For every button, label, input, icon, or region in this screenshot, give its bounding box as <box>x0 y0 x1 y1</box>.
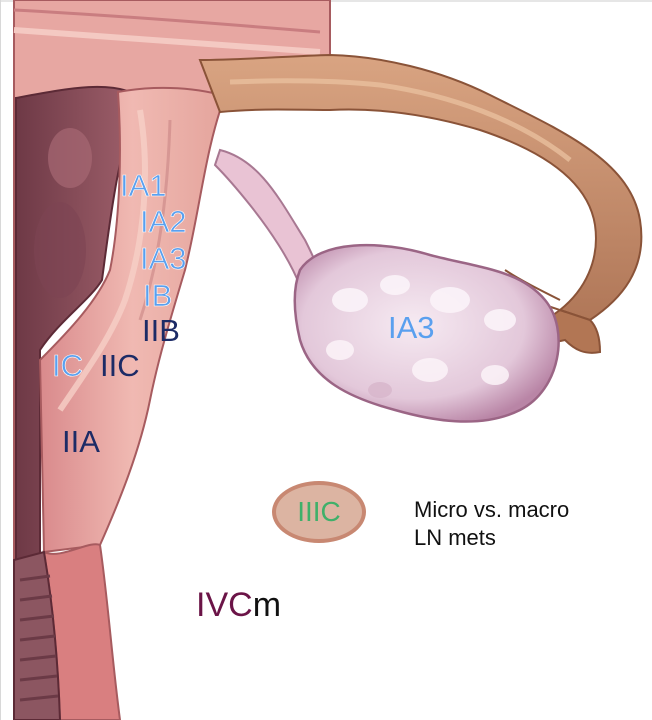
stage-label-iia: IIA <box>62 426 100 457</box>
ivc-prefix: IVC <box>196 586 253 624</box>
note-line-1: Micro vs. macro <box>414 496 624 524</box>
stage-label-ivcm: IVCm <box>196 588 281 622</box>
stage-label-iiic: IIIC <box>276 485 362 539</box>
stage-label-iic: IIC <box>100 350 140 381</box>
stage-label-iib: IIB <box>142 315 180 346</box>
stage-label-ia3-uterus: IA3 <box>140 243 187 274</box>
stage-label-ia1: IA1 <box>120 170 167 201</box>
stage-label-ic: IC <box>52 350 83 381</box>
cervix <box>14 544 120 720</box>
lymph-node: IIIC <box>272 481 366 543</box>
note-line-2: LN mets <box>414 524 624 552</box>
stage-label-ia3-ovary: IA3 <box>388 312 435 343</box>
stage-label-ia2: IA2 <box>140 206 187 237</box>
stage-label-ib: IB <box>143 280 172 311</box>
lymph-node-note: Micro vs. macro LN mets <box>414 496 624 552</box>
ivc-suffix: m <box>253 586 281 624</box>
